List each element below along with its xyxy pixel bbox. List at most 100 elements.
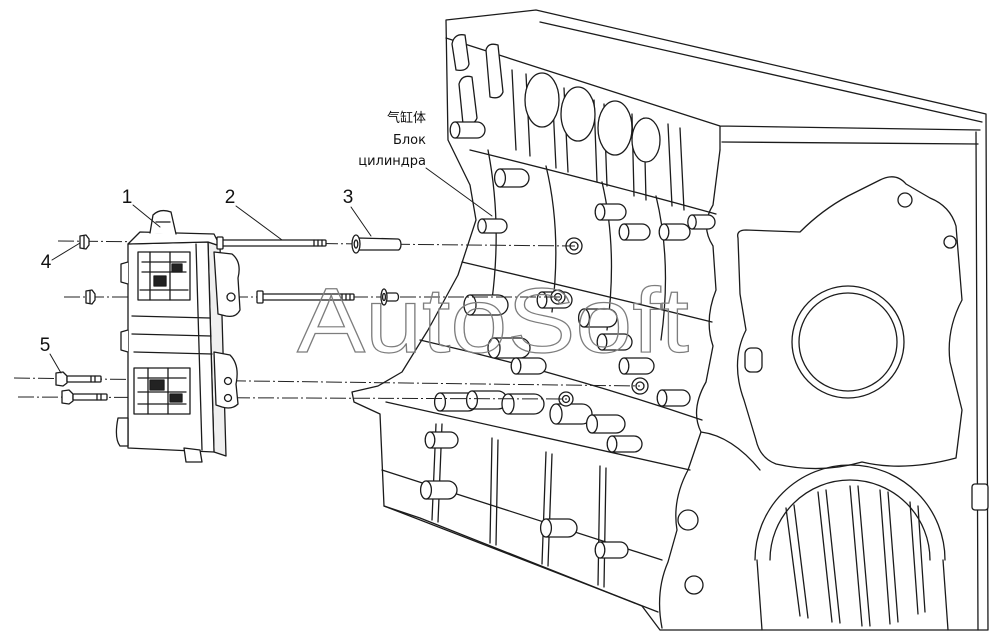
block-boss-end — [501, 393, 515, 415]
block-boss — [499, 168, 530, 188]
front-face-bore-inner — [798, 292, 898, 392]
block-boss-end — [463, 294, 477, 316]
block-boss — [623, 357, 655, 375]
callout-3: 3 — [343, 187, 354, 208]
cylinder-bore — [560, 86, 596, 142]
block-boss-end — [510, 357, 522, 375]
block-boss — [545, 518, 578, 538]
ecu-mount-hole — [223, 376, 233, 386]
cavity-hole — [943, 235, 957, 249]
front-face-notch — [677, 509, 699, 531]
leader-line-2 — [235, 205, 283, 241]
callout-5: 5 — [40, 335, 51, 356]
side-face-ledges — [381, 339, 703, 613]
cylinder-block-outline — [351, 9, 989, 631]
block-boss — [555, 403, 593, 425]
block-boss-end — [658, 223, 670, 241]
block-boss-end — [577, 308, 591, 328]
ecu-mount-hole — [223, 393, 233, 403]
block-boss — [599, 203, 627, 221]
centerline — [17, 396, 569, 400]
front-face-edge — [658, 131, 979, 631]
mount-hole-inner — [635, 381, 645, 391]
ecu-side-clips — [120, 261, 129, 353]
block-boss-end — [656, 389, 668, 407]
block-boss-end — [449, 121, 461, 139]
ecu-top-tab — [149, 209, 177, 235]
block-boss-end — [487, 337, 501, 359]
bolt-thread — [341, 293, 351, 301]
block-boss — [611, 435, 643, 453]
hex-nut — [79, 234, 90, 250]
spacer-bore — [353, 239, 359, 249]
block-boss-end — [618, 357, 630, 375]
watermark: AutoSoft — [297, 270, 689, 372]
block-boss — [469, 294, 509, 316]
block-boss — [663, 223, 691, 241]
mount-hole-inner — [561, 394, 571, 404]
block-boss — [515, 357, 547, 375]
ecu-upper-mount — [213, 251, 241, 318]
spacer-flange — [351, 234, 361, 254]
block-boss — [601, 333, 633, 351]
front-face-notch — [684, 575, 704, 595]
spacer-bore — [381, 292, 387, 302]
ecu-bottom-tab — [183, 447, 203, 463]
cylinder-bore — [524, 72, 560, 128]
block-boss-end — [596, 333, 608, 351]
bolt-head — [55, 371, 68, 387]
block-boss-end — [585, 414, 599, 434]
bolt-head — [216, 236, 224, 250]
connector-pin-block — [149, 379, 165, 391]
ecu-ribs — [131, 243, 213, 451]
block-boss-end — [594, 541, 606, 559]
block-boss-end — [687, 214, 697, 230]
cylinder-block — [351, 9, 989, 631]
block-boss-end — [433, 392, 447, 412]
bolt-shank — [66, 375, 102, 383]
part-label-ru-line1: Блок — [393, 133, 426, 148]
bolt-thread — [313, 239, 323, 247]
bearing-cap-ribs — [756, 485, 949, 631]
spacer-item-3 — [351, 234, 402, 306]
bolt-shank — [221, 239, 327, 247]
block-boss — [481, 218, 508, 234]
bolt-thread — [96, 393, 102, 401]
connector-pin-block — [153, 275, 167, 287]
ecu-module — [115, 209, 241, 463]
block-boss — [429, 431, 459, 449]
cylinder-bore — [631, 117, 661, 163]
block-boss-end — [539, 518, 553, 538]
block-boss-end — [594, 203, 606, 221]
block-boss-end — [477, 218, 487, 234]
block-boss — [661, 389, 691, 407]
block-boss-end — [536, 291, 548, 309]
hex-nut — [85, 289, 96, 305]
nut-item-4 — [79, 234, 96, 305]
block-boss — [425, 480, 458, 500]
block-boss-end — [424, 431, 436, 449]
block-boss-end — [606, 435, 618, 453]
cavity-hole — [897, 192, 913, 208]
cylinder-block-deck-edges — [445, 21, 983, 151]
bolt-shank — [72, 393, 108, 401]
block-boss-end — [618, 223, 630, 241]
ecu-lower-connector — [133, 367, 191, 415]
spacer-body — [357, 237, 402, 251]
block-boss-end — [419, 480, 433, 500]
spacer-flange — [380, 288, 388, 306]
part-label-ru-line2: цилиндра — [358, 154, 426, 169]
skirt-ribs — [431, 423, 607, 588]
block-boss — [454, 121, 486, 139]
block-bosses — [419, 121, 716, 559]
front-face-boss — [971, 483, 989, 511]
bolt-head — [256, 290, 264, 304]
leader-line-block — [425, 167, 493, 217]
ecu-mount-hole — [226, 292, 236, 302]
bolt-head — [61, 389, 74, 405]
block-boss — [591, 414, 626, 434]
front-face-bore — [791, 285, 905, 399]
connector-pin-block — [171, 263, 183, 273]
leader-line-1 — [132, 204, 161, 228]
bolt-thread — [90, 375, 96, 383]
